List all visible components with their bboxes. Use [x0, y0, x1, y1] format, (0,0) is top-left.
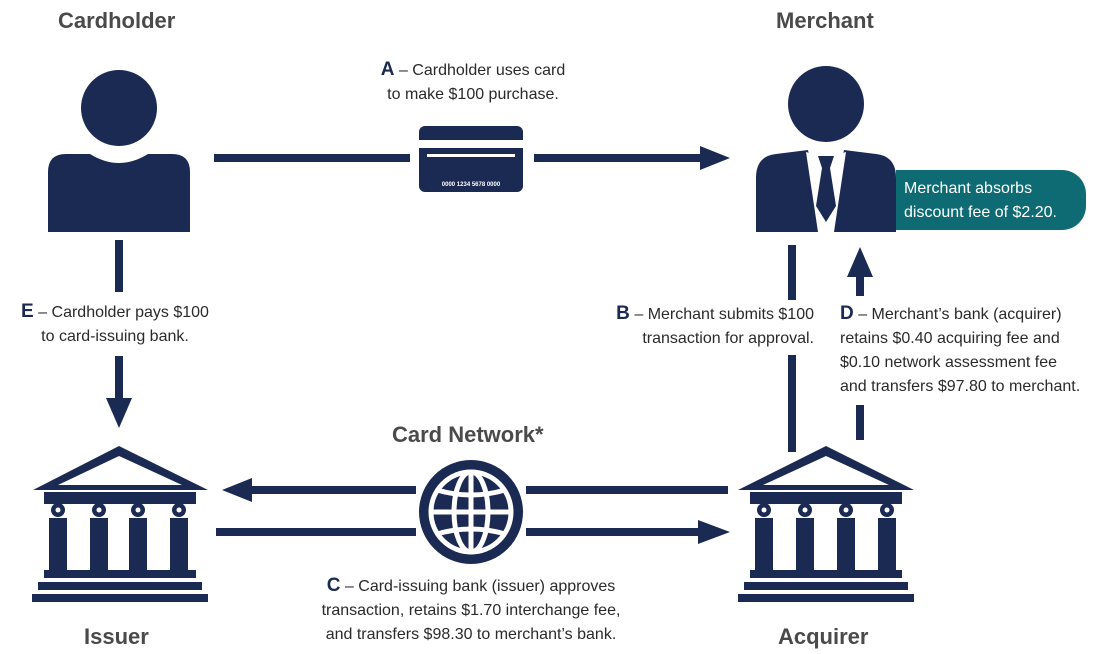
- step-b-label: B – Merchant submits $100 transaction fo…: [592, 302, 814, 351]
- callout-line1: Merchant absorbs: [904, 180, 1033, 197]
- step-b-line2: transaction for approval.: [642, 330, 814, 347]
- callout-line2: discount fee of $2.20.: [904, 204, 1057, 221]
- step-d-letter: D: [840, 303, 854, 324]
- step-d-line3: $0.10 network assessment fee: [840, 354, 1058, 371]
- step-c-letter: C: [326, 575, 341, 596]
- bank-icon: [738, 446, 914, 602]
- step-a-letter: A: [380, 59, 395, 80]
- step-a-line1: – Cardholder uses card: [398, 62, 566, 79]
- step-e-line1: – Cardholder pays $100: [38, 304, 209, 321]
- card-number: 0000 1234 5678 0000: [442, 182, 501, 188]
- step-c-line1: – Card-issuing bank (issuer) approves: [344, 578, 616, 595]
- issuer-title: Issuer: [84, 624, 149, 649]
- step-e-line2: to card-issuing bank.: [41, 328, 189, 345]
- bank-icon: [32, 446, 208, 602]
- step-d-line2: retains $0.40 acquiring fee and: [840, 330, 1060, 347]
- acquirer-title: Acquirer: [778, 624, 869, 649]
- arrow-c-left: [222, 478, 728, 502]
- step-d-label: D – Merchant’s bank (acquirer) retains $…: [840, 302, 1110, 399]
- businessman-icon: [756, 66, 896, 232]
- credit-card-icon: 0000 1234 5678 0000: [419, 126, 523, 192]
- arrow-a: [214, 146, 730, 170]
- step-c-line2: transaction, retains $1.70 interchange f…: [321, 602, 621, 619]
- merchant-title: Merchant: [776, 8, 874, 33]
- step-c-label: C – Card-issuing bank (issuer) approves …: [296, 574, 646, 647]
- arrow-e: [106, 240, 132, 428]
- step-d-line1: – Merchant’s bank (acquirer): [858, 306, 1062, 323]
- card-network-title: Card Network*: [392, 422, 544, 447]
- step-b-line1: – Merchant submits $100: [634, 306, 814, 323]
- step-a-line2: to make $100 purchase.: [387, 86, 559, 103]
- cardholder-title: Cardholder: [58, 8, 176, 33]
- discount-fee-callout: Merchant absorbs discount fee of $2.20.: [896, 170, 1086, 230]
- step-e-label: E – Cardholder pays $100 to card-issuing…: [10, 300, 220, 349]
- step-a-label: A – Cardholder uses card to make $100 pu…: [370, 58, 576, 107]
- arrow-d: [847, 247, 873, 440]
- step-c-line3: and transfers $98.30 to merchant’s bank.: [325, 626, 617, 643]
- step-d-line4: and transfers $97.80 to merchant.: [840, 378, 1081, 395]
- globe-icon: [419, 460, 523, 564]
- step-b-letter: B: [616, 303, 630, 324]
- arrow-c-right: [216, 520, 730, 544]
- person-icon: [48, 70, 190, 232]
- step-e-letter: E: [21, 301, 34, 322]
